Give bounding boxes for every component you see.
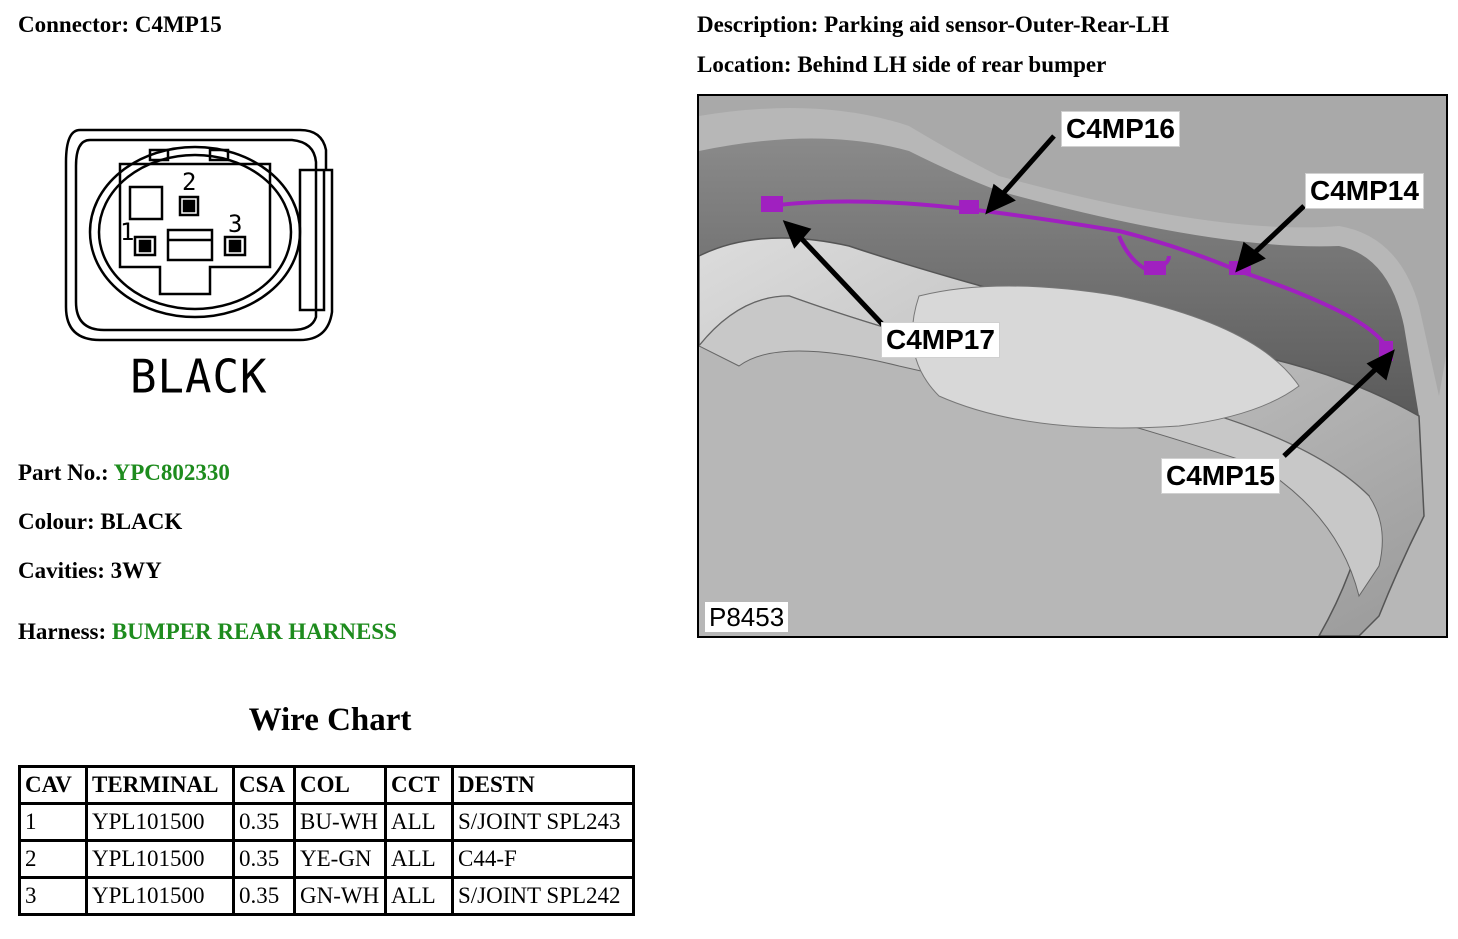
- description-line: Description: Parking aid sensor-Outer-Re…: [697, 12, 1169, 38]
- pin-label-1: 1: [120, 218, 134, 246]
- location-line: Location: Behind LH side of rear bumper: [697, 52, 1106, 78]
- header-col: COL: [293, 765, 387, 805]
- colour-label: Colour:: [18, 509, 95, 534]
- connector-face-colour-text: BLACK: [130, 350, 268, 405]
- colour-line: Colour: BLACK: [18, 509, 182, 535]
- cell-terminal: YPL101500: [85, 839, 235, 879]
- cell-col: GN-WH: [293, 876, 387, 916]
- location-label: Location:: [697, 52, 792, 77]
- header-cct: CCT: [384, 765, 454, 805]
- table-row: 2 YPL101500 0.35 YE-GN ALL C44-F: [18, 839, 635, 879]
- cell-cct: ALL: [384, 802, 454, 842]
- part-no-line: Part No.: YPC802330: [18, 460, 230, 486]
- part-no-link[interactable]: YPC802330: [113, 460, 230, 485]
- description-label: Description:: [697, 12, 819, 37]
- connector-label: Connector:: [18, 12, 130, 37]
- cell-cct: ALL: [384, 839, 454, 879]
- cell-terminal: YPL101500: [85, 802, 235, 842]
- connector-id: C4MP15: [134, 12, 222, 37]
- location-value: Behind LH side of rear bumper: [797, 52, 1107, 77]
- header-terminal: TERMINAL: [85, 765, 235, 805]
- connector-label-line: Connector: C4MP15: [18, 12, 222, 38]
- wire-chart-title: Wire Chart: [248, 702, 412, 738]
- colour-value: BLACK: [100, 509, 183, 534]
- rear-bumper-illustration: [699, 96, 1446, 636]
- callout-c4mp15: C4MP15: [1161, 458, 1280, 494]
- cell-terminal: YPL101500: [85, 876, 235, 916]
- cavities-value: 3WY: [110, 558, 162, 583]
- harness-line: Harness: BUMPER REAR HARNESS: [18, 619, 397, 645]
- table-row: 3 YPL101500 0.35 GN-WH ALL S/JOINT SPL24…: [18, 876, 635, 916]
- description-value: Parking aid sensor-Outer-Rear-LH: [824, 12, 1170, 37]
- figure-code: P8453: [705, 602, 789, 632]
- cell-csa: 0.35: [232, 802, 296, 842]
- part-no-label: Part No.:: [18, 460, 109, 485]
- wire-chart-header-row: CAV TERMINAL CSA COL CCT DESTN: [18, 765, 635, 805]
- pin-label-3: 3: [228, 210, 242, 238]
- cell-csa: 0.35: [232, 839, 296, 879]
- callout-c4mp17: C4MP17: [881, 322, 1000, 358]
- header-destn: DESTN: [451, 765, 635, 805]
- cell-col: YE-GN: [293, 839, 387, 879]
- cavities-line: Cavities: 3WY: [18, 558, 162, 584]
- cell-cav: 1: [18, 802, 88, 842]
- wire-chart-table: CAV TERMINAL CSA COL CCT DESTN 1 YPL1015…: [18, 765, 635, 916]
- cell-cav: 3: [18, 876, 88, 916]
- location-figure: C4MP16 C4MP14 C4MP17 C4MP15 P8453: [697, 94, 1448, 638]
- callout-c4mp14: C4MP14: [1305, 173, 1424, 209]
- callout-c4mp16: C4MP16: [1061, 111, 1180, 147]
- connector-face-diagram: 2 1 3: [64, 128, 334, 342]
- table-row: 1 YPL101500 0.35 BU-WH ALL S/JOINT SPL24…: [18, 802, 635, 842]
- cell-destn: S/JOINT SPL242: [451, 876, 635, 916]
- cell-csa: 0.35: [232, 876, 296, 916]
- header-cav: CAV: [18, 765, 88, 805]
- harness-link[interactable]: BUMPER REAR HARNESS: [111, 619, 397, 644]
- pin-label-2: 2: [182, 168, 196, 196]
- cell-destn: C44-F: [451, 839, 635, 879]
- cell-col: BU-WH: [293, 802, 387, 842]
- header-csa: CSA: [232, 765, 296, 805]
- cell-cav: 2: [18, 839, 88, 879]
- cell-cct: ALL: [384, 876, 454, 916]
- harness-label: Harness:: [18, 619, 107, 644]
- cavities-label: Cavities:: [18, 558, 105, 583]
- cell-destn: S/JOINT SPL243: [451, 802, 635, 842]
